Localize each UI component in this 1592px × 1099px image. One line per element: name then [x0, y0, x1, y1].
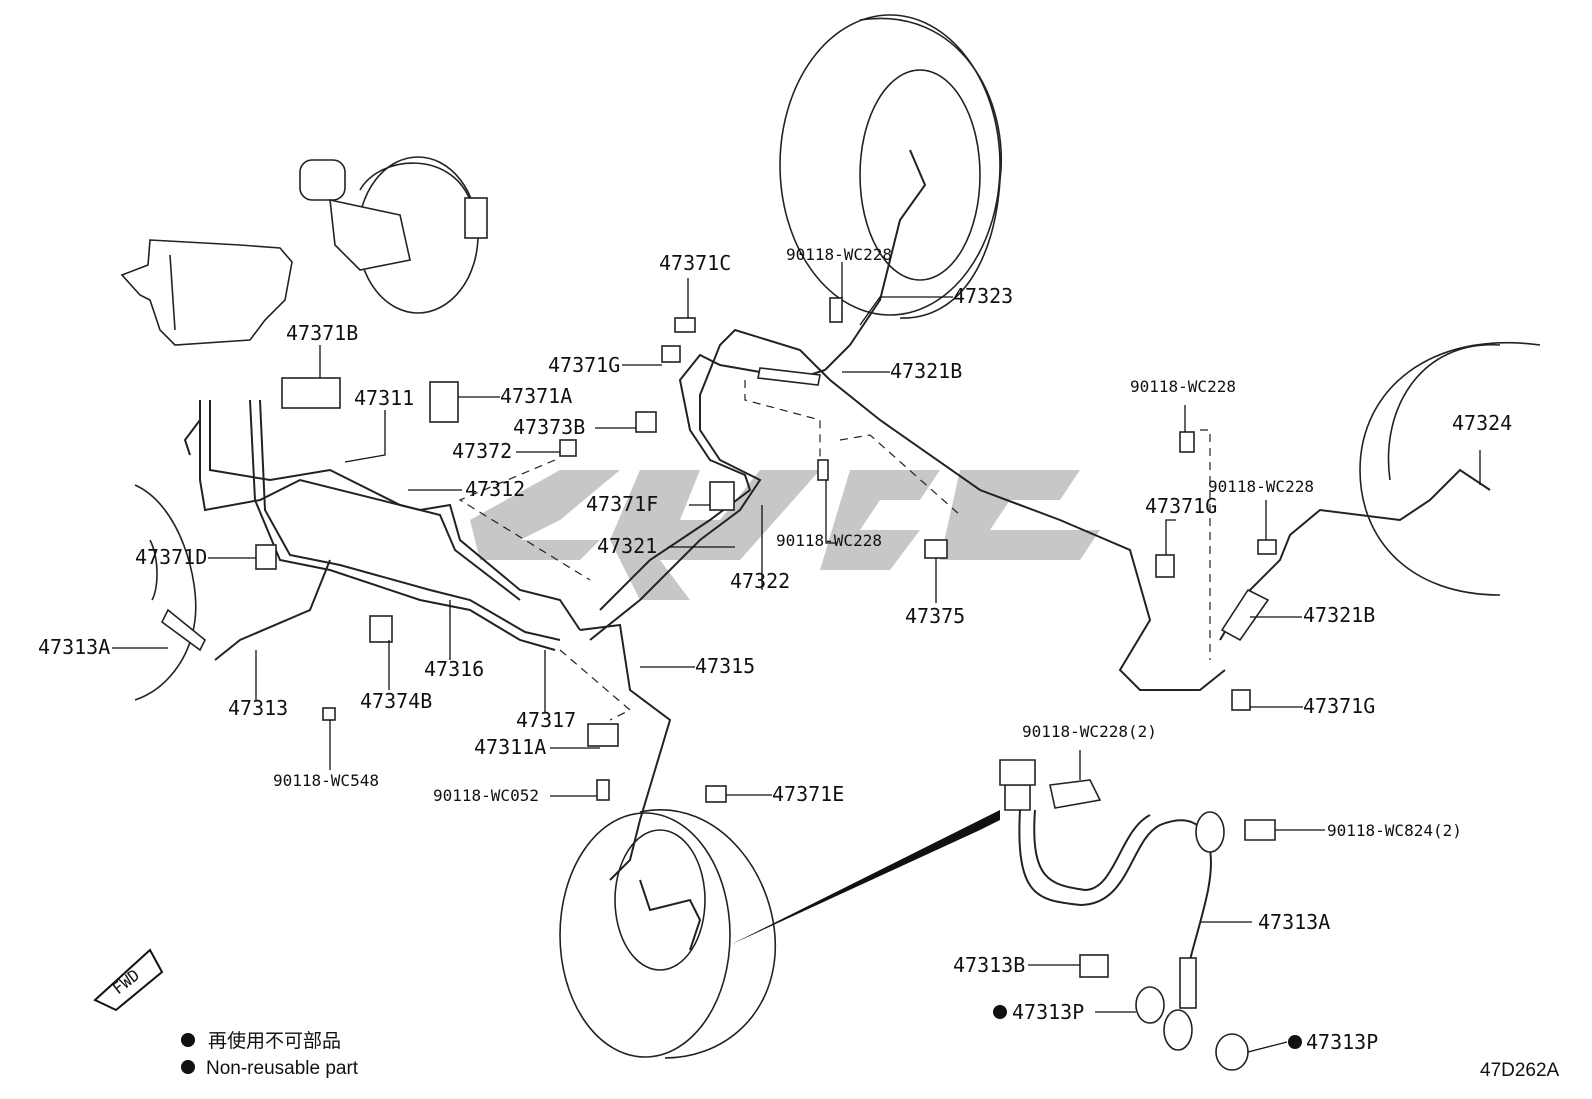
legend-marker-2: [181, 1060, 195, 1074]
legend-marker-1: [181, 1033, 195, 1047]
clip-47374B: [369, 615, 393, 643]
label-47371F: 47371F: [586, 492, 658, 516]
label-47313P-a: 47313P: [1012, 1000, 1084, 1024]
label-47321B-top: 47321B: [890, 359, 962, 383]
label-47371G-right: 47371G: [1145, 494, 1217, 518]
hose-detail: [730, 759, 1276, 1071]
guide-lines: [458, 380, 1211, 721]
label-47371A: 47371A: [500, 384, 572, 408]
label-47321: 47321: [597, 534, 657, 558]
legend-text-1: 再使用不可部品: [208, 1030, 341, 1052]
hose-47321B-top: [757, 367, 821, 386]
clip-47371E: [705, 785, 727, 803]
label-47313A-left: 47313A: [38, 635, 110, 659]
bolt-90118-WC052: [596, 779, 610, 801]
hose-47321B-right: [1220, 588, 1270, 642]
label-90118-wc052: 90118-WC052: [433, 786, 539, 805]
clip-47375: [924, 539, 948, 559]
label-47375: 47375: [905, 604, 965, 628]
clip-47372: [559, 439, 577, 457]
label-47316: 47316: [424, 657, 484, 681]
label-47317: 47317: [516, 708, 576, 732]
clip-47371D: [255, 544, 277, 570]
label-47371G-top: 47371G: [548, 353, 620, 377]
label-47312: 47312: [465, 477, 525, 501]
label-47371G-bottom: 47371G: [1303, 694, 1375, 718]
clip-47371G-right: [1155, 554, 1175, 578]
clip-47371A: [429, 381, 459, 423]
front-wheel: [559, 809, 777, 1059]
fwd-arrow-icon: FWD: [93, 948, 164, 1012]
label-47313B: 47313B: [953, 953, 1025, 977]
rear-right-wheel: [779, 14, 1002, 319]
label-47311: 47311: [354, 386, 414, 410]
label-47371C: 47371C: [659, 251, 731, 275]
watermark-logo: [470, 470, 1100, 600]
rear-left-wheel: [1359, 341, 1541, 596]
clip-90118-top: [829, 297, 843, 323]
label-47323: 47323: [953, 284, 1013, 308]
leader-lines: [112, 262, 1481, 1053]
label-47322: 47322: [730, 569, 790, 593]
clip-47371B: [281, 377, 341, 409]
diagram-code: 47D262A: [1480, 1060, 1560, 1081]
clip-47371G-top: [661, 345, 681, 363]
label-47372: 47372: [452, 439, 512, 463]
label-47373B: 47373B: [513, 415, 585, 439]
label-90118-wc228-right2: 90118-WC228: [1208, 477, 1314, 496]
label-90118-wc228-top: 90118-WC228: [786, 245, 892, 264]
label-47371D: 47371D: [135, 545, 207, 569]
label-47313: 47313: [228, 696, 288, 720]
clip-47373B: [635, 411, 657, 433]
label-47311A: 47311A: [474, 735, 546, 759]
clip-90118-right2: [1257, 539, 1277, 555]
label-47313P-b: 47313P: [1306, 1030, 1378, 1054]
legend: 再使用不可部品 Non-reusable part: [181, 1030, 359, 1079]
part-labels: 47371C 90118-WC228 47323 47371B 47311 47…: [38, 245, 1512, 1054]
clip-47371C: [674, 317, 696, 333]
label-90118-wc824-2: 90118-WC824(2): [1327, 821, 1462, 840]
abs-actuator: [120, 239, 293, 346]
label-47324: 47324: [1452, 411, 1512, 435]
label-47313A-detail: 47313A: [1258, 910, 1330, 934]
hose-47313A-left: [160, 608, 207, 652]
label-47321B-right: 47321B: [1303, 603, 1375, 627]
clips: [160, 297, 1277, 803]
clip-90118-mid: [817, 459, 829, 481]
legend-text-2: Non-reusable part: [206, 1058, 359, 1079]
non-reusable-marker-2: [1288, 1035, 1302, 1049]
left-partial-wheel: [134, 484, 197, 701]
label-90118-wc228-right: 90118-WC228: [1130, 377, 1236, 396]
clip-47371F: [709, 481, 735, 511]
brake-booster: [299, 156, 488, 314]
clip-47311A: [587, 723, 619, 747]
non-reusable-marker-1: [993, 1005, 1007, 1019]
label-47371B: 47371B: [286, 321, 358, 345]
clip-47371G-bottom: [1231, 689, 1251, 711]
label-90118-wc228-mid: 90118-WC228: [776, 531, 882, 550]
label-90118-wc228-2: 90118-WC228(2): [1022, 722, 1157, 741]
bolt-90118-WC548: [322, 707, 336, 721]
label-47371E: 47371E: [772, 782, 844, 806]
label-47374B: 47374B: [360, 689, 432, 713]
label-90118-wc548: 90118-WC548: [273, 771, 379, 790]
label-47315: 47315: [695, 654, 755, 678]
clip-90118-right: [1179, 431, 1195, 453]
